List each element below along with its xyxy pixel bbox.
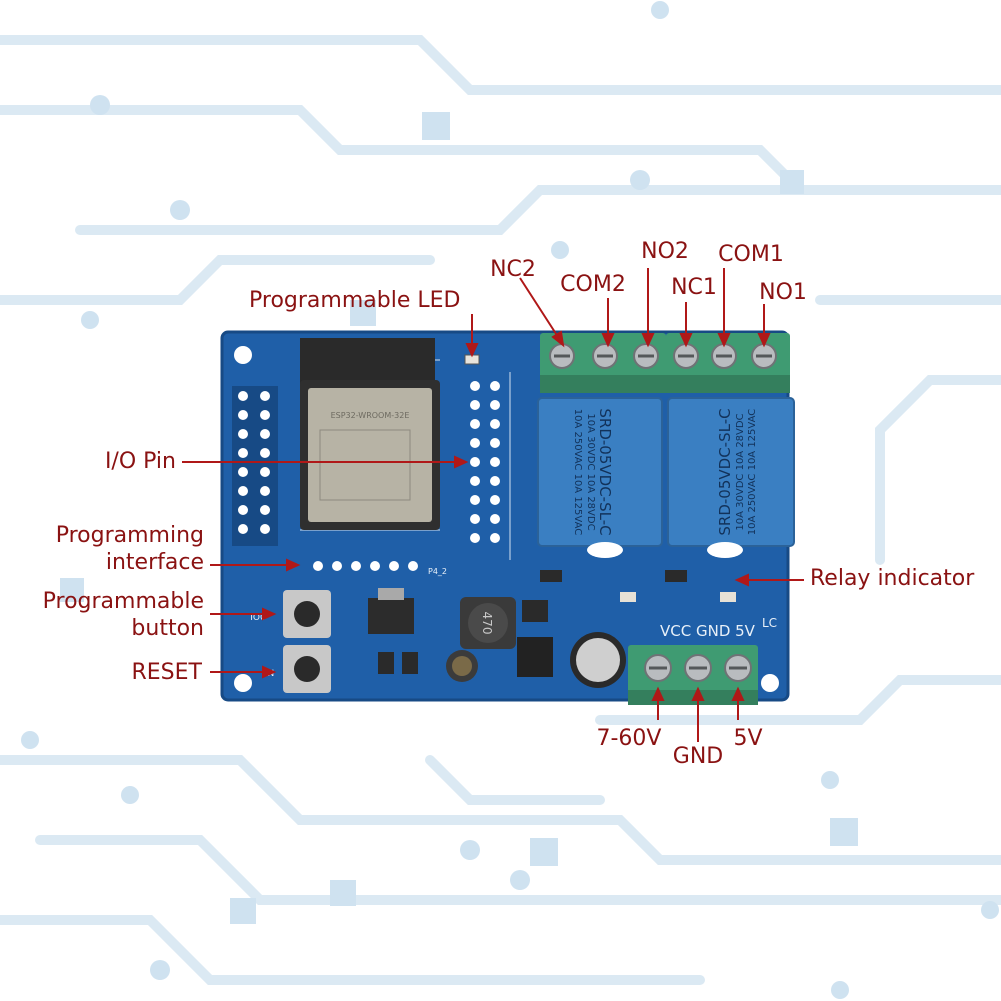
io-pin-hole	[238, 505, 248, 515]
label-no1: NO1	[759, 280, 807, 305]
label-programming-interface-line2: interface	[105, 550, 204, 575]
io-pin-hole	[260, 429, 270, 439]
programming-pin-hole	[389, 561, 399, 571]
esp32-module: ESP32-WROOM-32E	[300, 338, 440, 530]
io-pin-hole	[470, 419, 480, 429]
relay-indicator-leds	[540, 570, 736, 602]
programming-pin-hole	[313, 561, 323, 571]
label-reset: RESET	[131, 660, 203, 685]
power-header-silkscreen: VCC GND 5V	[660, 622, 756, 640]
io-pin-hole	[470, 438, 480, 448]
label-com1: COM1	[718, 242, 784, 267]
buttons: IO0 EN	[250, 590, 331, 693]
circuit-nodes	[21, 1, 999, 999]
inductor-label: 470	[480, 612, 494, 635]
relay-2-model: SRD-05VDC-SL-C	[596, 408, 614, 535]
right-io-pins	[470, 381, 500, 543]
programming-pin-hole	[332, 561, 342, 571]
io-pin-hole	[238, 429, 248, 439]
io-pin-hole	[490, 457, 500, 467]
circuit-background	[0, 35, 1001, 985]
programming-pin-hole	[351, 561, 361, 571]
io-pin-hole	[490, 419, 500, 429]
io-pin-hole	[490, 476, 500, 486]
programming-pin-hole	[408, 561, 418, 571]
io-pin-hole	[260, 486, 270, 496]
left-io-pins	[238, 391, 270, 534]
io-pin-hole	[260, 524, 270, 534]
label-programmable-button-line2: button	[131, 616, 204, 641]
label-relay-indicator: Relay indicator	[810, 566, 975, 591]
relay-2-rating-a: 10A 250VAC 10A 125VAC	[572, 409, 583, 536]
io-pin-hole	[470, 476, 480, 486]
label-gnd: GND	[672, 744, 724, 769]
label-programmable-button-line1: Programmable	[42, 589, 204, 614]
board-corner-mark: LC	[762, 616, 777, 630]
p4-silkscreen: P4_2	[428, 567, 447, 576]
io0-silkscreen: IO0	[250, 613, 266, 623]
io-pin-hole	[260, 391, 270, 401]
voltage-regulator	[368, 588, 414, 634]
buck-converter-ic	[517, 637, 553, 677]
io-pin-hole	[260, 410, 270, 420]
relay-1-model: SRD-05VDC-SL-C	[716, 408, 734, 535]
label-programming-interface-line1: Programming	[55, 523, 204, 548]
left-pin-header	[232, 386, 278, 546]
io-pin-hole	[238, 410, 248, 420]
relay-1: SRD-05VDC-SL-C 10A 250VAC 10A 125VAC 10A…	[667, 397, 795, 558]
io-pin-hole	[238, 486, 248, 496]
io-pin-hole	[470, 381, 480, 391]
io-pin-hole	[260, 505, 270, 515]
io-pin-hole	[238, 448, 248, 458]
inductor: 470	[460, 597, 516, 649]
programming-pin-hole	[370, 561, 380, 571]
io-pin-hole	[470, 457, 480, 467]
io-pin-hole	[260, 448, 270, 458]
label-nc2: NC2	[490, 257, 536, 282]
io-pin-hole	[490, 514, 500, 524]
label-vcc-7-60v: 7-60V	[596, 726, 662, 751]
io-pin-hole	[260, 467, 270, 477]
io-pin-hole	[490, 533, 500, 543]
annotation-arrows	[182, 268, 804, 742]
relay-1-rating-b: 10A 30VDC 10A 28VDC	[735, 413, 746, 530]
relay-1-rating-a: 10A 250VAC 10A 125VAC	[747, 409, 758, 536]
relay-2: SRD-05VDC-SL-C 10A 250VAC 10A 125VAC 10A…	[537, 397, 663, 558]
label-programmable-led: Programmable LED	[249, 288, 461, 313]
io-pin-hole	[238, 467, 248, 477]
io-pin-hole	[238, 391, 248, 401]
label-nc1: NC1	[671, 275, 717, 300]
io-pin-hole	[470, 514, 480, 524]
programming-interface-pins	[313, 561, 418, 571]
io-pin-hole	[490, 438, 500, 448]
label-5v: 5V	[733, 726, 763, 751]
io-pin-hole	[470, 495, 480, 505]
label-no2: NO2	[641, 239, 689, 264]
io-pin-hole	[238, 524, 248, 534]
io-pin-hole	[490, 400, 500, 410]
label-com2: COM2	[560, 272, 626, 297]
power-terminal-screws	[644, 654, 752, 682]
io-pin-hole	[470, 533, 480, 543]
relay-2-rating-b: 10A 30VDC 10A 28VDC	[585, 413, 596, 530]
module-name: ESP32-WROOM-32E	[331, 411, 410, 420]
io-pin-hole	[490, 381, 500, 391]
diode	[522, 600, 548, 622]
io-pin-hole	[470, 400, 480, 410]
io-pin-hole	[490, 495, 500, 505]
capacitors	[378, 632, 626, 688]
label-io-pin: I/O Pin	[104, 449, 176, 474]
